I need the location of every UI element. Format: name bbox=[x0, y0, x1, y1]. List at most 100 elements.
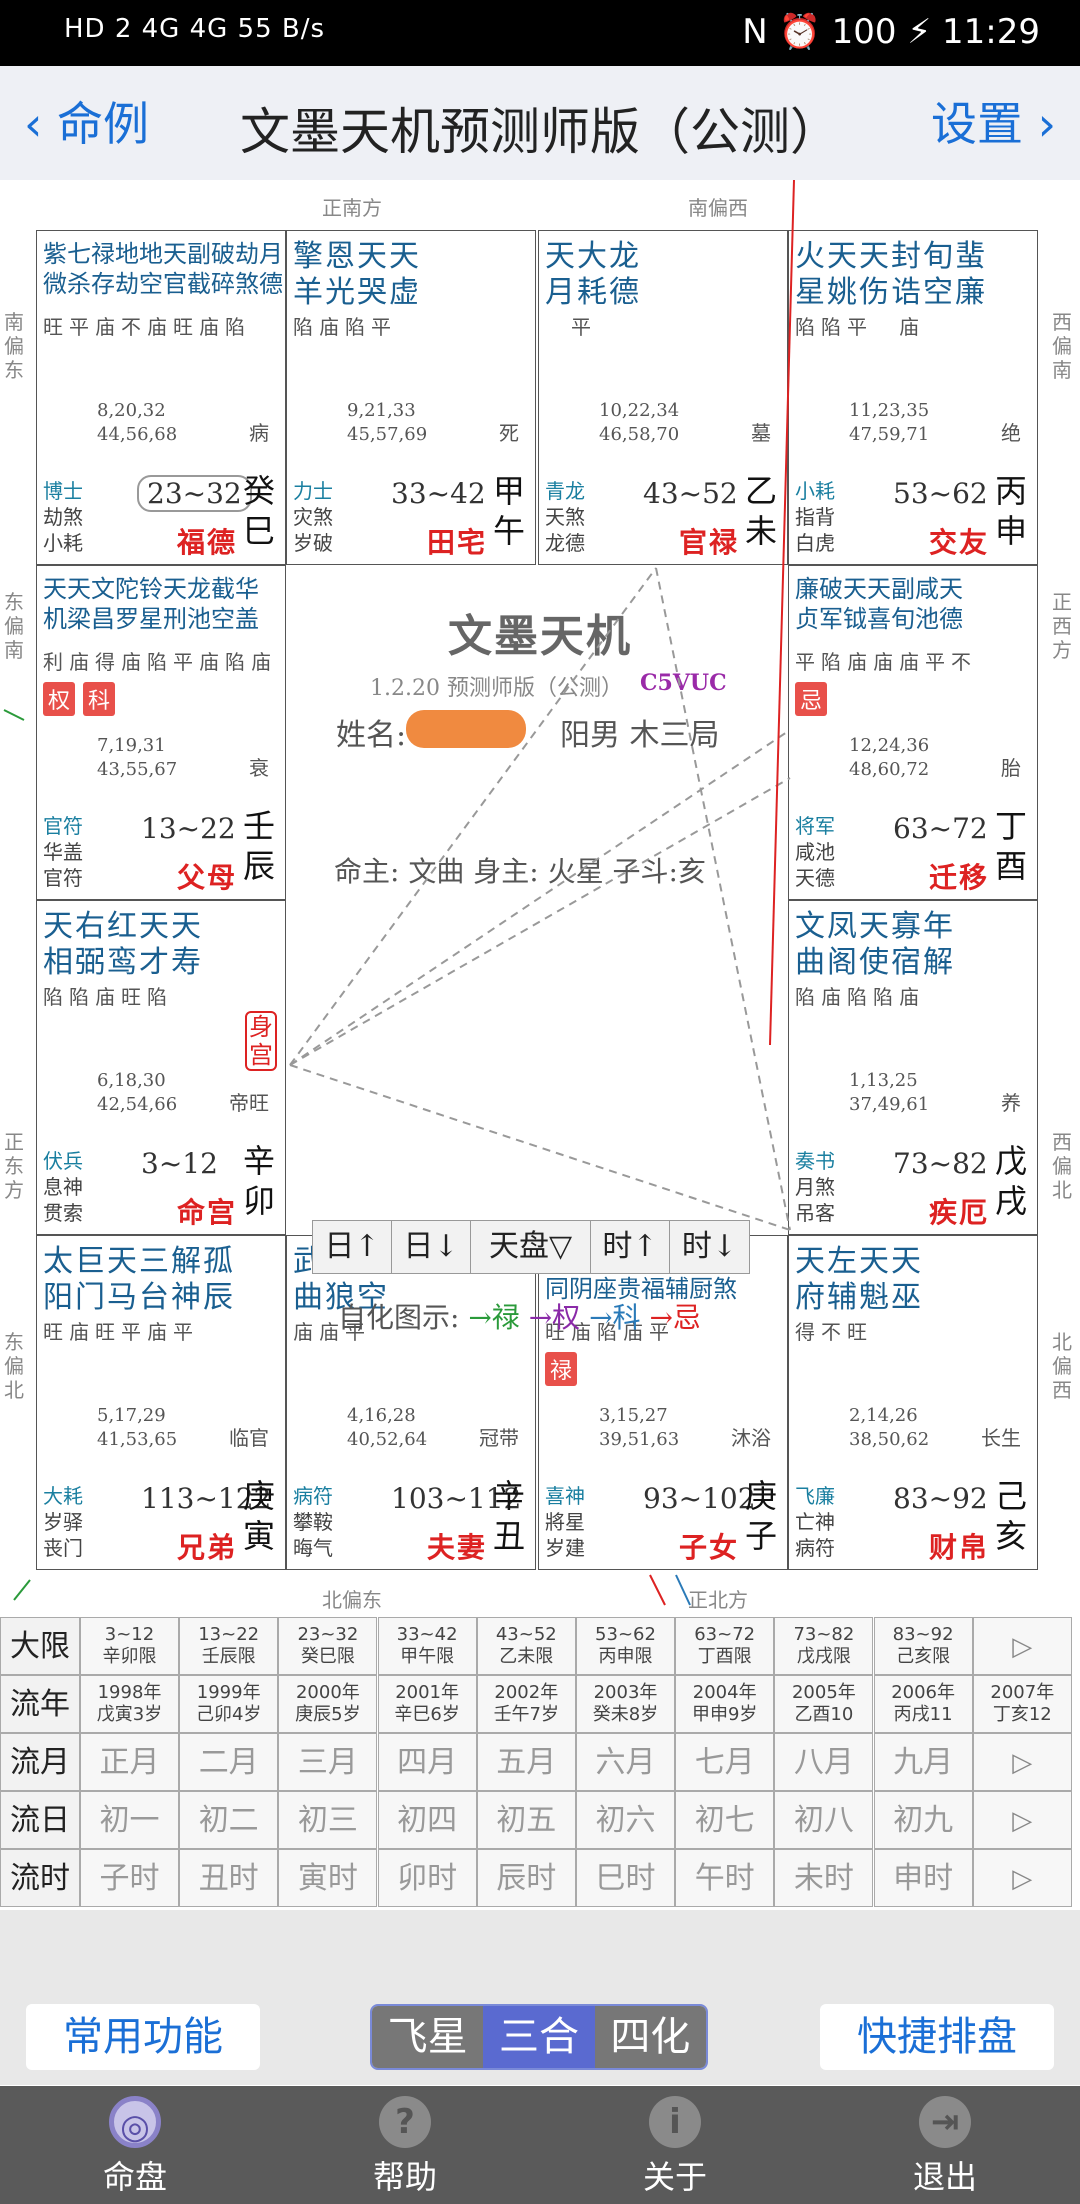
liushi-cell[interactable]: 辰时 bbox=[476, 1849, 576, 1907]
liuyue-cell[interactable]: 三月 bbox=[278, 1733, 378, 1791]
liuri-cell[interactable]: 初一 bbox=[80, 1791, 179, 1849]
liushi-cell[interactable]: 丑时 bbox=[179, 1849, 279, 1907]
liuyue-cell[interactable]: 正月 bbox=[80, 1733, 179, 1791]
cell-line: 丙申限 bbox=[598, 1646, 653, 1667]
tianpan-button[interactable]: 天盘▽ bbox=[471, 1221, 591, 1273]
liuyue-cell[interactable]: 九月 bbox=[873, 1733, 973, 1791]
liushi-cell[interactable]: 巳时 bbox=[576, 1849, 675, 1907]
cell-line: 丙戌11 bbox=[893, 1704, 953, 1725]
liuyue-cell[interactable]: 二月 bbox=[179, 1733, 279, 1791]
dir-left-2: 正东方 bbox=[4, 1130, 24, 1202]
dir-bottom-left: 北偏东 bbox=[322, 1588, 382, 1612]
changsheng: 帝旺 bbox=[229, 1091, 269, 1115]
seg-feixing[interactable]: 飞星 bbox=[372, 2006, 484, 2068]
more-arrow-button[interactable]: ▷ bbox=[972, 1791, 1072, 1849]
liuri-cell[interactable]: 初七 bbox=[675, 1791, 775, 1849]
tab-exit[interactable]: ⇥退出 bbox=[845, 2086, 1045, 2204]
liuyue-cell[interactable]: 六月 bbox=[576, 1733, 675, 1791]
liunian-cell[interactable]: 2002年壬午7岁 bbox=[476, 1675, 576, 1733]
settings-button[interactable]: 设置 › bbox=[930, 97, 1056, 151]
liushi-cell[interactable]: 子时 bbox=[80, 1849, 179, 1907]
liuri-cell[interactable]: 初三 bbox=[278, 1791, 378, 1849]
liushi-cell[interactable]: 寅时 bbox=[278, 1849, 378, 1907]
liunian-cell[interactable]: 2005年乙酉10 bbox=[774, 1675, 874, 1733]
hour-down-button[interactable]: 时↓ bbox=[670, 1221, 749, 1273]
ages-row: 8,20,32 bbox=[97, 400, 166, 421]
brightness: 陷庙陷陷庙 bbox=[795, 985, 925, 1009]
palace-stars: 火天天封旬蜚星姚伤诰空廉 bbox=[795, 239, 987, 311]
liushi-cell[interactable]: 卯时 bbox=[377, 1849, 477, 1907]
palace-name: 命宫 bbox=[177, 1196, 238, 1229]
liuyue-cell[interactable]: 五月 bbox=[476, 1733, 576, 1791]
liunian-cell[interactable]: 1998年戊寅3岁 bbox=[80, 1675, 179, 1733]
more-arrow-button[interactable]: ▷ bbox=[972, 1849, 1072, 1907]
liuyue-cell[interactable]: 八月 bbox=[774, 1733, 874, 1791]
brightness: 旺平庙不庙旺庙陷 bbox=[43, 315, 251, 339]
palace-stars: 廉破天天副咸天贞军钺喜旬池德 bbox=[795, 574, 963, 634]
tab-help[interactable]: ?帮助 bbox=[305, 2086, 505, 2204]
liuri-cell[interactable]: 初八 bbox=[774, 1791, 874, 1849]
liuri-cell[interactable]: 初九 bbox=[873, 1791, 973, 1849]
tab-mingpan[interactable]: ◎命盘 bbox=[35, 2086, 235, 2204]
liushi-cell[interactable]: 未时 bbox=[774, 1849, 874, 1907]
liuri-cell[interactable]: 初四 bbox=[377, 1791, 477, 1849]
hour-up-button[interactable]: 时↑ bbox=[591, 1221, 670, 1273]
daxian-range: 3~12 bbox=[141, 1147, 218, 1180]
liuri-cell[interactable]: 初五 bbox=[476, 1791, 576, 1849]
liuyue-cell[interactable]: 七月 bbox=[675, 1733, 775, 1791]
liunian-cell[interactable]: 2003年癸未8岁 bbox=[576, 1675, 675, 1733]
liuri-cell[interactable]: 初二 bbox=[179, 1791, 279, 1849]
brightness: 平陷庙庙庙平不 bbox=[795, 650, 977, 674]
liunian-cell[interactable]: 2000年庚辰5岁 bbox=[278, 1675, 378, 1733]
seg-sihua[interactable]: 四化 bbox=[594, 2006, 706, 2068]
ganzhi: 辛丑 bbox=[493, 1477, 526, 1555]
day-down-button[interactable]: 日↓ bbox=[392, 1221, 471, 1273]
liuyue-cell[interactable]: 四月 bbox=[377, 1733, 477, 1791]
liunian-cell[interactable]: 1999年己卯4岁 bbox=[179, 1675, 279, 1733]
sihua-badge: 权 bbox=[43, 682, 76, 716]
stars-row-2: 羊光哭虚 bbox=[293, 275, 421, 310]
quick-chart-button[interactable]: 快捷排盘 bbox=[820, 2004, 1054, 2070]
liunian-cell[interactable]: 2004年甲申9岁 bbox=[675, 1675, 775, 1733]
stars-row-2: 阳门马台神辰 bbox=[43, 1280, 235, 1315]
ages-row: 6,18,30 bbox=[97, 1070, 166, 1091]
more-arrow-button[interactable]: ▷ bbox=[972, 1617, 1072, 1675]
seg-sanhe[interactable]: 三合 bbox=[483, 2006, 595, 2068]
liunian-cell[interactable]: 2001年辛巳6岁 bbox=[377, 1675, 477, 1733]
cell-line: 2000年 bbox=[295, 1682, 360, 1703]
liushi-cell[interactable]: 申时 bbox=[873, 1849, 973, 1907]
liuri-cell[interactable]: 初六 bbox=[576, 1791, 675, 1849]
cell-line: 2005年 bbox=[791, 1682, 856, 1703]
god-3: 天德 bbox=[795, 866, 835, 890]
god-3: 丧门 bbox=[43, 1536, 83, 1560]
god-3: 小耗 bbox=[43, 531, 83, 555]
liunian-cell[interactable]: 2007年丁亥12 bbox=[972, 1675, 1072, 1733]
more-arrow-button[interactable]: ▷ bbox=[972, 1733, 1072, 1791]
liushi-cell[interactable]: 午时 bbox=[675, 1849, 775, 1907]
ages-row: 1,13,25 bbox=[849, 1070, 918, 1091]
liunian-cell[interactable]: 2006年丙戌11 bbox=[873, 1675, 973, 1733]
common-functions-button[interactable]: 常用功能 bbox=[26, 2004, 260, 2070]
day-up-button[interactable]: 日↑ bbox=[313, 1221, 392, 1273]
back-button[interactable]: ‹ 命例 bbox=[24, 97, 150, 151]
